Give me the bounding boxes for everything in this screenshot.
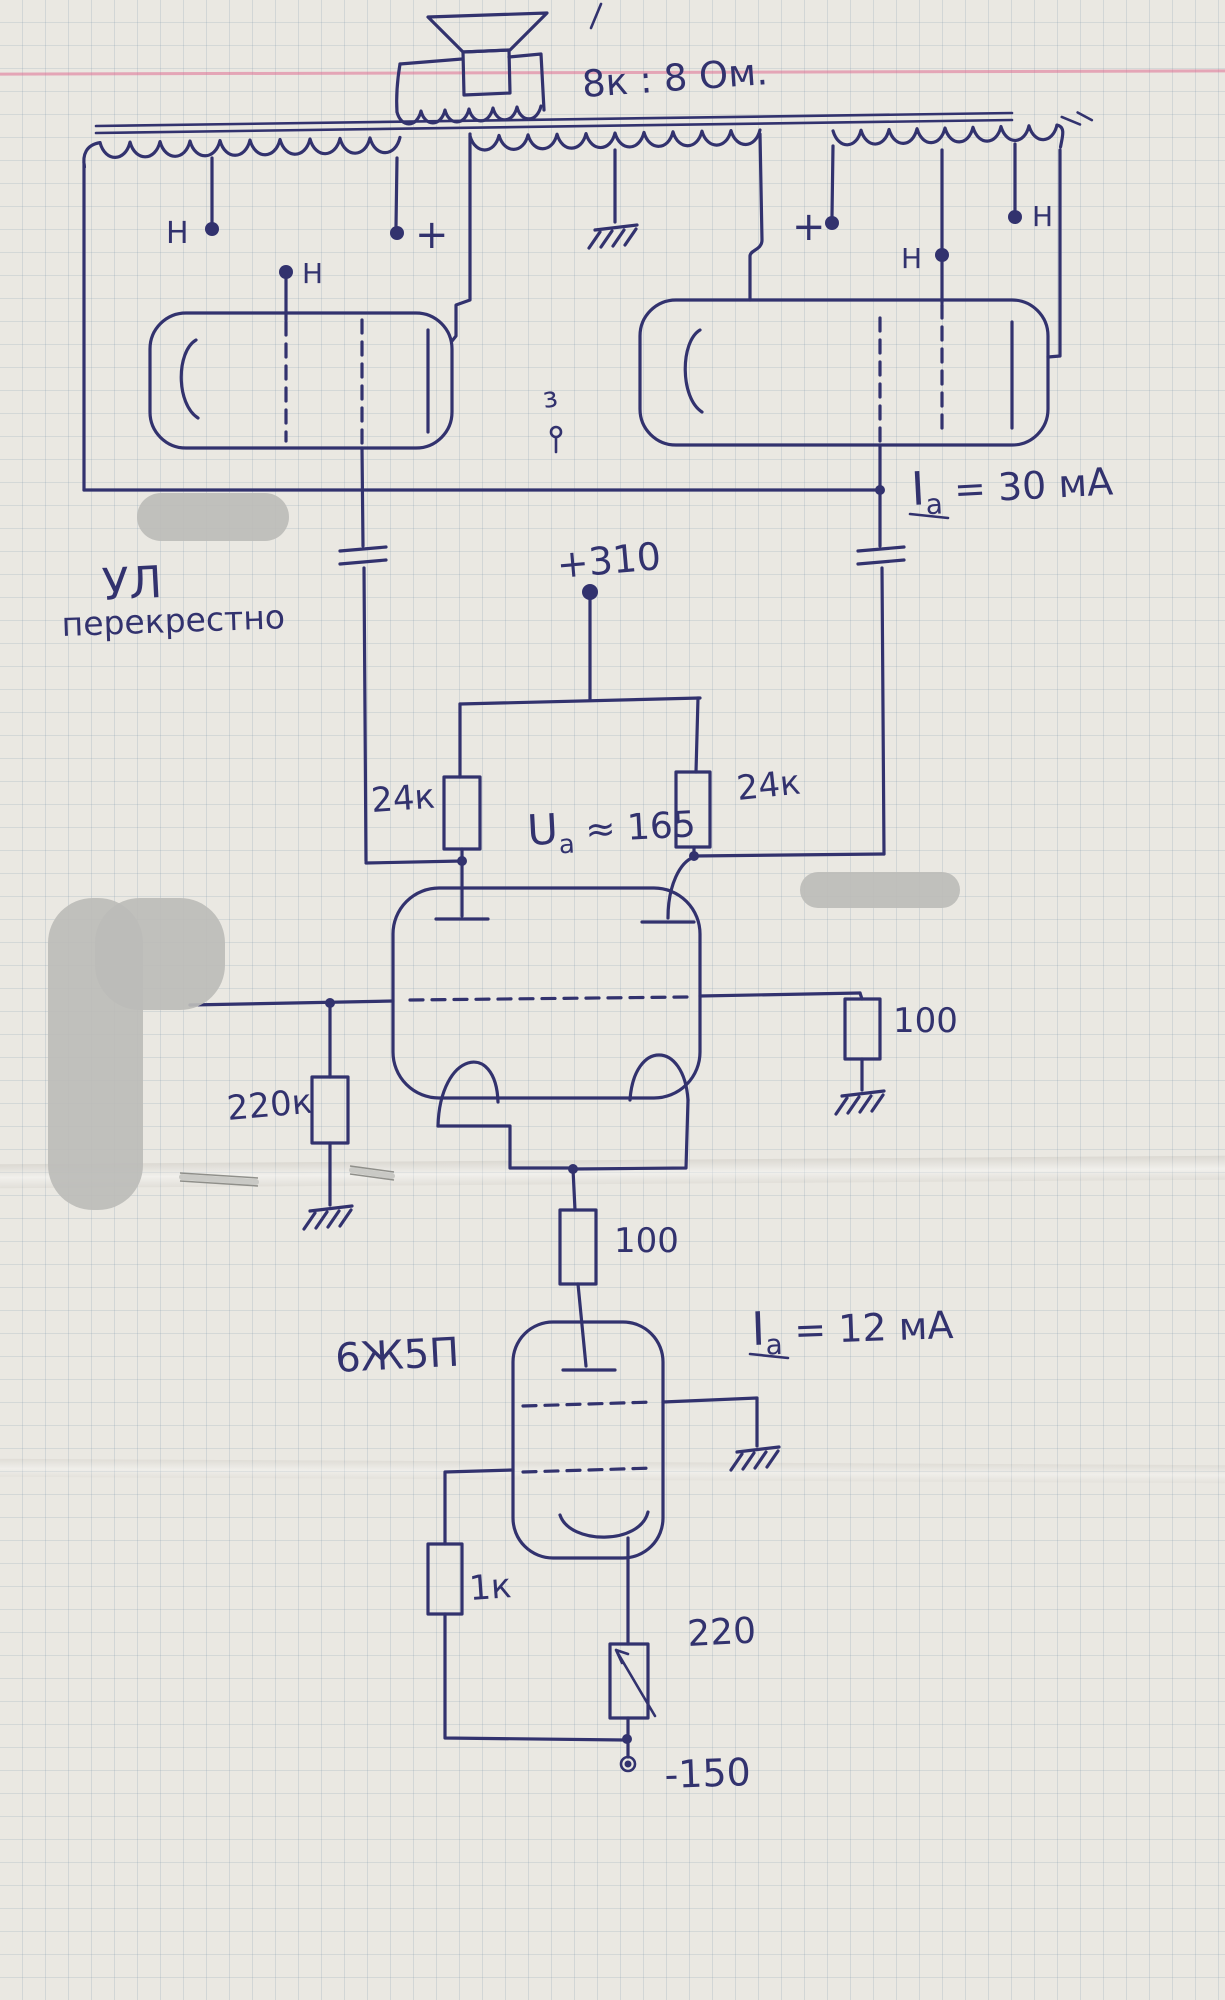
supply-negative-label: -150	[664, 1750, 752, 1797]
tap-label-n-screen-left: Н	[302, 257, 323, 290]
resistor-screen-label: 100	[893, 1001, 958, 1041]
cathode-arc	[683, 328, 704, 414]
output-tube-left	[148, 277, 454, 450]
rail-drop-right	[694, 696, 700, 774]
tap-wire-plus-left	[394, 156, 399, 228]
coupling-capacitor-right	[856, 545, 906, 566]
terminal-dot	[935, 248, 949, 262]
anode-current-note-driver: Ia = 12 мА	[748, 1295, 954, 1362]
speaker-icon	[426, 2, 603, 97]
ground-icon-screen	[834, 1089, 886, 1116]
driver-plate-wire	[576, 1282, 588, 1368]
pot-label: 220	[686, 1610, 757, 1655]
coupling-wire-left-lower	[362, 566, 368, 863]
supply-positive-label: +310	[555, 534, 663, 587]
supply-terminal-dot	[582, 584, 598, 600]
bias-supply-terminal	[619, 1755, 637, 1773]
resistor-screen-100	[843, 997, 882, 1061]
terminal-dot	[825, 216, 839, 230]
anode-current-note-output: Ia = 30 мА	[908, 451, 1115, 521]
erasure-marks	[48, 493, 960, 1210]
envelope	[511, 1320, 665, 1560]
tap-label-plus-right: +	[792, 204, 826, 250]
splitter-screen-wire	[698, 991, 862, 998]
cathode-wire-left	[436, 1124, 575, 1170]
resistor-1k-label: 1к	[468, 1566, 513, 1609]
terminal-dot	[390, 226, 404, 240]
resistor-anode-left	[442, 775, 482, 851]
tap-label-n-screen-right: Н	[1032, 200, 1053, 233]
left-load-bottom-wire	[364, 847, 464, 865]
resistor-anode-left-label: 24к	[370, 777, 436, 821]
svg-text:Uа ≈ 165: Uа ≈ 165	[526, 797, 697, 862]
coupling-wire-right-lower	[880, 566, 886, 856]
cathode-arc-left	[436, 1060, 500, 1128]
cathode-arc	[179, 338, 200, 420]
grid-dashed	[521, 1466, 655, 1474]
primary-winding-left	[82, 135, 402, 169]
phase-splitter-tube	[391, 855, 702, 1128]
resistor-anode-right-label: 24к	[735, 762, 803, 808]
tap-wire-plus-right	[830, 144, 835, 218]
ul-note-line1: УЛ	[101, 557, 163, 611]
resistor-cathode-1k	[426, 1542, 464, 1616]
resistor-grid-220k	[310, 1075, 350, 1145]
svg-text:Ia = 30 мА: Ia = 30 мА	[910, 451, 1115, 521]
cathode-arc	[558, 1510, 650, 1539]
driver-tube	[511, 1320, 665, 1560]
bias-potentiometer	[608, 1642, 657, 1720]
envelope	[391, 886, 702, 1100]
svg-text:з: з	[540, 380, 559, 415]
middle-winding-right-wire	[748, 132, 764, 302]
ground-icon-grid	[302, 1204, 354, 1231]
driver-screen-ground-wire	[661, 1396, 759, 1448]
cathode-feed-wire	[571, 1167, 577, 1212]
tap-label-n-left: Н	[166, 216, 189, 251]
driver-grid-wire	[443, 1468, 515, 1546]
tap-label-n-right: Н	[901, 242, 922, 275]
anode-supply-rail	[458, 696, 702, 706]
grid-terminal-mark: з	[540, 380, 563, 454]
resistor-feed-100	[558, 1208, 598, 1286]
left-plate-wire	[450, 132, 472, 343]
impedance-ratio-label: 8к : 8 Ом.	[581, 50, 770, 106]
bias-return-wire	[443, 1612, 626, 1742]
primary-winding-middle	[468, 128, 762, 152]
transformer-secondary-winding	[395, 52, 546, 126]
coupling-wire-left-upper	[360, 446, 365, 548]
resistor-grid-label: 220к	[225, 1082, 314, 1129]
primary-winding-right	[831, 111, 1094, 149]
right-load-bottom-wire	[692, 845, 886, 858]
ground-icon-driver	[729, 1445, 781, 1472]
anode-voltage-note: Uа ≈ 165	[526, 797, 697, 862]
output-tube-right	[638, 260, 1050, 447]
driver-tube-label: 6Ж5П	[334, 1330, 460, 1382]
svg-text:Ia = 12 мА: Ia = 12 мА	[750, 1295, 954, 1362]
ul-note-line2: перекрестно	[61, 597, 286, 644]
ground-icon-center-tap	[587, 223, 639, 250]
plate-stem-right	[666, 855, 696, 920]
right-plate-wire	[1046, 148, 1062, 359]
screen-dashed	[521, 1400, 655, 1408]
cathode-wire-right	[571, 1098, 690, 1171]
staple-marks	[179, 1165, 395, 1187]
splitter-input-wire	[188, 999, 395, 1007]
transformer-core	[94, 111, 1014, 135]
cathode-arc-right	[628, 1053, 690, 1102]
coupling-capacitor-left	[338, 545, 388, 566]
terminal-dot-screen-cap-left	[279, 265, 293, 279]
grid-dashed	[408, 995, 690, 1002]
resistor-feed-label: 100	[614, 1221, 679, 1261]
terminal-dot	[205, 222, 219, 236]
tap-label-plus-left: +	[415, 212, 449, 258]
terminal-dot	[1008, 210, 1022, 224]
